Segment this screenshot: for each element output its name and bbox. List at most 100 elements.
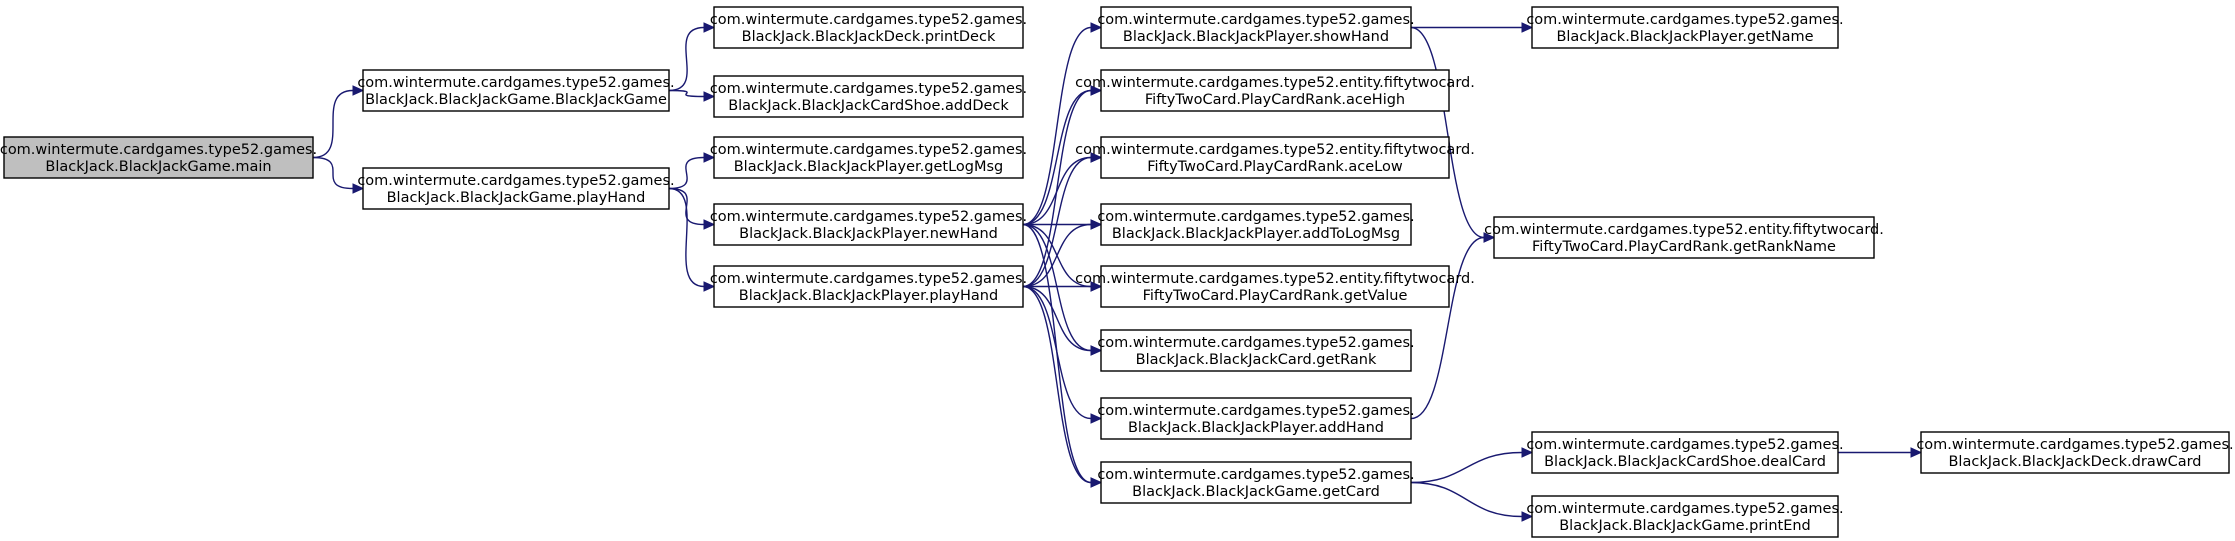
edge-line [668,26,705,92]
node-gameCtor[interactable]: com.wintermute.cardgames.type52.games.Bl… [357,69,675,112]
call-edges [312,22,1923,522]
node-label-line1: com.wintermute.cardgames.type52.games. [357,75,674,91]
edge-main-to-gamePlayHand [312,156,365,194]
node-playerPlayHand[interactable]: com.wintermute.cardgames.type52.games.Bl… [710,265,1027,308]
node-box [362,69,670,112]
edge-line [1022,285,1092,352]
node-box [713,136,1024,179]
edge-line [668,187,705,288]
edge-arrowhead [352,85,365,96]
node-dealCard[interactable]: com.wintermute.cardgames.type52.games.Bl… [1526,431,1844,474]
node-newHand[interactable]: com.wintermute.cardgames.type52.games.Bl… [710,203,1027,246]
edge-playerPlayHand-to-getCard [1022,285,1103,488]
node-label-line2: BlackJack.BlackJackDeck.printDeck [742,29,996,45]
node-label-line2: BlackJack.BlackJackPlayer.showHand [1123,29,1389,45]
node-getRank[interactable]: com.wintermute.cardgames.type52.games.Bl… [1097,329,1415,372]
node-box [1100,461,1412,504]
node-label-line1: com.wintermute.cardgames.type52.games. [1097,467,1414,483]
node-getCard[interactable]: com.wintermute.cardgames.type52.games.Bl… [1097,461,1415,504]
node-label-line1: com.wintermute.cardgames.type52.games. [1526,501,1843,517]
node-box [1100,136,1450,179]
node-addToLogMsg[interactable]: com.wintermute.cardgames.type52.games.Bl… [1097,203,1415,246]
edge-arrowhead [1483,232,1496,243]
node-box [1493,216,1875,259]
node-label-line2: BlackJack.BlackJackPlayer.getLogMsg [734,159,1004,175]
edge-gamePlayHand-to-getLogMsg [668,152,716,190]
node-label-line1: com.wintermute.cardgames.type52.games. [1916,437,2233,453]
node-label-line2: FiftyTwoCard.PlayCardRank.getRankName [1532,239,1836,255]
node-addHand[interactable]: com.wintermute.cardgames.type52.games.Bl… [1097,397,1415,440]
edge-arrowhead [1090,152,1103,163]
edge-line [1022,89,1092,288]
node-label-line2: BlackJack.BlackJackGame.printEnd [1559,518,1811,534]
node-label-line1: com.wintermute.cardgames.type52.entity.f… [1075,271,1475,287]
edge-line [312,89,354,159]
edge-arrowhead [1090,85,1103,96]
edge-arrowhead [1090,477,1103,488]
edge-arrowhead [352,183,365,194]
edge-addHand-to-getRankName [1410,232,1496,420]
edge-playerPlayHand-to-getRank [1022,285,1103,356]
node-label-line1: com.wintermute.cardgames.type52.games. [1097,403,1414,419]
node-label-line2: BlackJack.BlackJackDeck.drawCard [1948,454,2201,470]
node-label-line1: com.wintermute.cardgames.type52.entity.f… [1484,222,1884,238]
edge-playerPlayHand-to-getValue [1022,281,1103,292]
node-gamePlayHand[interactable]: com.wintermute.cardgames.type52.games.Bl… [357,167,675,210]
node-box [713,6,1024,49]
node-box [1100,397,1412,440]
edge-main-to-gameCtor [312,85,365,159]
edge-line [1022,285,1092,484]
edge-arrowhead [1090,22,1103,33]
node-main[interactable]: com.wintermute.cardgames.type52.games.Bl… [0,136,317,179]
edge-arrowhead [1090,219,1103,230]
node-label-line2: BlackJack.BlackJackPlayer.getName [1556,29,1813,45]
node-label-line2: BlackJack.BlackJackGame.playHand [387,190,646,206]
node-label-line1: com.wintermute.cardgames.type52.games. [1526,12,1843,28]
node-box [1100,329,1412,372]
edge-playerPlayHand-to-addToLogMsg [1022,219,1103,288]
node-aceLow[interactable]: com.wintermute.cardgames.type52.entity.f… [1075,136,1475,179]
node-box [1100,203,1412,246]
node-label-line1: com.wintermute.cardgames.type52.games. [710,142,1027,158]
node-getValue[interactable]: com.wintermute.cardgames.type52.entity.f… [1075,265,1475,308]
edge-getCard-to-dealCard [1410,447,1534,484]
node-showHand[interactable]: com.wintermute.cardgames.type52.games.Bl… [1097,6,1415,49]
edge-arrowhead [703,22,716,33]
edge-line [668,89,705,98]
node-label-line2: FiftyTwoCard.PlayCardRank.getValue [1143,288,1408,304]
node-box [1920,431,2230,474]
node-getLogMsg[interactable]: com.wintermute.cardgames.type52.games.Bl… [710,136,1027,179]
node-getRankName[interactable]: com.wintermute.cardgames.type52.entity.f… [1484,216,1884,259]
edge-gamePlayHand-to-newHand [668,187,716,230]
edge-playerPlayHand-to-aceHigh [1022,85,1103,288]
edge-line [312,156,354,190]
node-getName[interactable]: com.wintermute.cardgames.type52.games.Bl… [1526,6,1844,49]
node-label-line1: com.wintermute.cardgames.type52.entity.f… [1075,75,1475,91]
edge-showHand-to-getRankName [1410,26,1496,243]
edge-arrowhead [703,281,716,292]
node-addDeck[interactable]: com.wintermute.cardgames.type52.games.Bl… [710,75,1027,118]
node-label-line1: com.wintermute.cardgames.type52.games. [710,209,1027,225]
node-box [1100,6,1412,49]
node-box [1100,69,1450,112]
node-printDeck[interactable]: com.wintermute.cardgames.type52.games.Bl… [710,6,1027,49]
node-label-line2: BlackJack.BlackJackGame.main [45,159,271,175]
node-label-line2: BlackJack.BlackJackPlayer.playHand [739,288,998,304]
edge-arrowhead [1090,345,1103,356]
node-drawCard[interactable]: com.wintermute.cardgames.type52.games.Bl… [1916,431,2234,474]
edge-arrowhead [1521,511,1534,522]
edge-arrowhead [703,91,716,102]
node-label-line2: BlackJack.BlackJackCardShoe.addDeck [728,98,1009,114]
edge-line [1410,236,1485,420]
node-aceHigh[interactable]: com.wintermute.cardgames.type52.entity.f… [1075,69,1475,112]
edge-newHand-to-aceLow [1022,152,1103,226]
edge-arrowhead [1521,447,1534,458]
node-label-line1: com.wintermute.cardgames.type52.games. [1097,335,1414,351]
node-box [362,167,670,210]
node-printEnd[interactable]: com.wintermute.cardgames.type52.games.Bl… [1526,495,1844,538]
edge-line [1410,451,1523,484]
node-label-line2: BlackJack.BlackJackGame.getCard [1132,484,1380,500]
edge-dealCard-to-drawCard [1838,447,1923,458]
node-label-line1: com.wintermute.cardgames.type52.games. [0,142,317,158]
